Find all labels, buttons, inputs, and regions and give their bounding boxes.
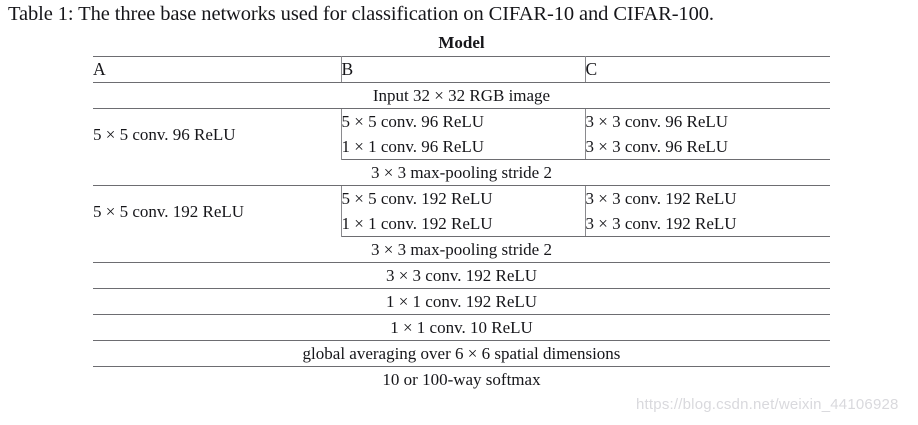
table-header-row: A B C <box>93 56 830 83</box>
table-block: Model A B C Input 32 × 32 RGB image 5 × … <box>93 31 830 392</box>
column-header-b: B <box>341 56 586 83</box>
column-header-c: C <box>585 56 830 83</box>
layer-row-conv192-1x1: 1 × 1 conv. 192 ReLU <box>93 288 830 315</box>
table-row: Input 32 × 32 RGB image <box>93 82 830 109</box>
layer-cell-a-conv192: 5 × 5 conv. 192 ReLU <box>93 185 342 237</box>
layer-cell-b-conv192-2: 1 × 1 conv. 192 ReLU <box>341 211 586 237</box>
column-header-a: A <box>93 56 342 83</box>
table-row: 3 × 3 max-pooling stride 2 <box>93 159 830 186</box>
layer-cell-a-conv96: 5 × 5 conv. 96 ReLU <box>93 108 342 160</box>
table-row: 1 × 1 conv. 10 ReLU <box>93 314 830 341</box>
layer-row-conv10-1x1: 1 × 1 conv. 10 ReLU <box>93 314 830 341</box>
layer-cell-b-conv96-2: 1 × 1 conv. 96 ReLU <box>341 134 586 160</box>
table-caption: Table 1: The three base networks used fo… <box>8 3 714 25</box>
layer-row-global-averaging: global averaging over 6 × 6 spatial dime… <box>93 340 830 367</box>
model-group-header: Model <box>438 33 485 52</box>
layer-cell-b-conv192-1: 5 × 5 conv. 192 ReLU <box>341 185 586 211</box>
layer-cell-c-conv96-2: 3 × 3 conv. 96 ReLU <box>585 134 830 160</box>
table-row: 1 × 1 conv. 192 ReLU 3 × 3 conv. 192 ReL… <box>93 211 830 237</box>
table-row: global averaging over 6 × 6 spatial dime… <box>93 340 830 367</box>
table-row: 5 × 5 conv. 192 ReLU 5 × 5 conv. 192 ReL… <box>93 185 830 237</box>
layer-cell-c-conv96-1: 3 × 3 conv. 96 ReLU <box>585 112 729 131</box>
layer-row-input: Input 32 × 32 RGB image <box>93 82 830 109</box>
layer-cell-c-conv192-2: 3 × 3 conv. 192 ReLU <box>585 211 830 237</box>
layer-row-conv192-3x3: 3 × 3 conv. 192 ReLU <box>93 262 830 289</box>
table-row: 1 × 1 conv. 96 ReLU 3 × 3 conv. 96 ReLU <box>93 134 830 160</box>
table-row: 3 × 3 max-pooling stride 2 <box>93 236 830 263</box>
watermark-url: https://blog.csdn.net/weixin_44106928 <box>636 396 899 413</box>
layer-cell-b-conv96-1: 5 × 5 conv. 96 ReLU <box>341 108 586 134</box>
layer-row-maxpool-2: 3 × 3 max-pooling stride 2 <box>93 236 830 263</box>
table-row: 1 × 1 conv. 192 ReLU <box>93 288 830 315</box>
table-row: 5 × 5 conv. 96 ReLU 5 × 5 conv. 96 ReLU … <box>93 108 830 160</box>
layer-cell-c-conv192-1: 3 × 3 conv. 192 ReLU <box>585 189 737 208</box>
table-row: 10 or 100-way softmax <box>93 367 830 393</box>
layer-row-maxpool-1: 3 × 3 max-pooling stride 2 <box>93 159 830 186</box>
table-row: 3 × 3 conv. 192 ReLU <box>93 262 830 289</box>
base-networks-table: A B C Input 32 × 32 RGB image 5 × 5 conv… <box>93 56 830 392</box>
layer-row-softmax: 10 or 100-way softmax <box>382 370 541 389</box>
